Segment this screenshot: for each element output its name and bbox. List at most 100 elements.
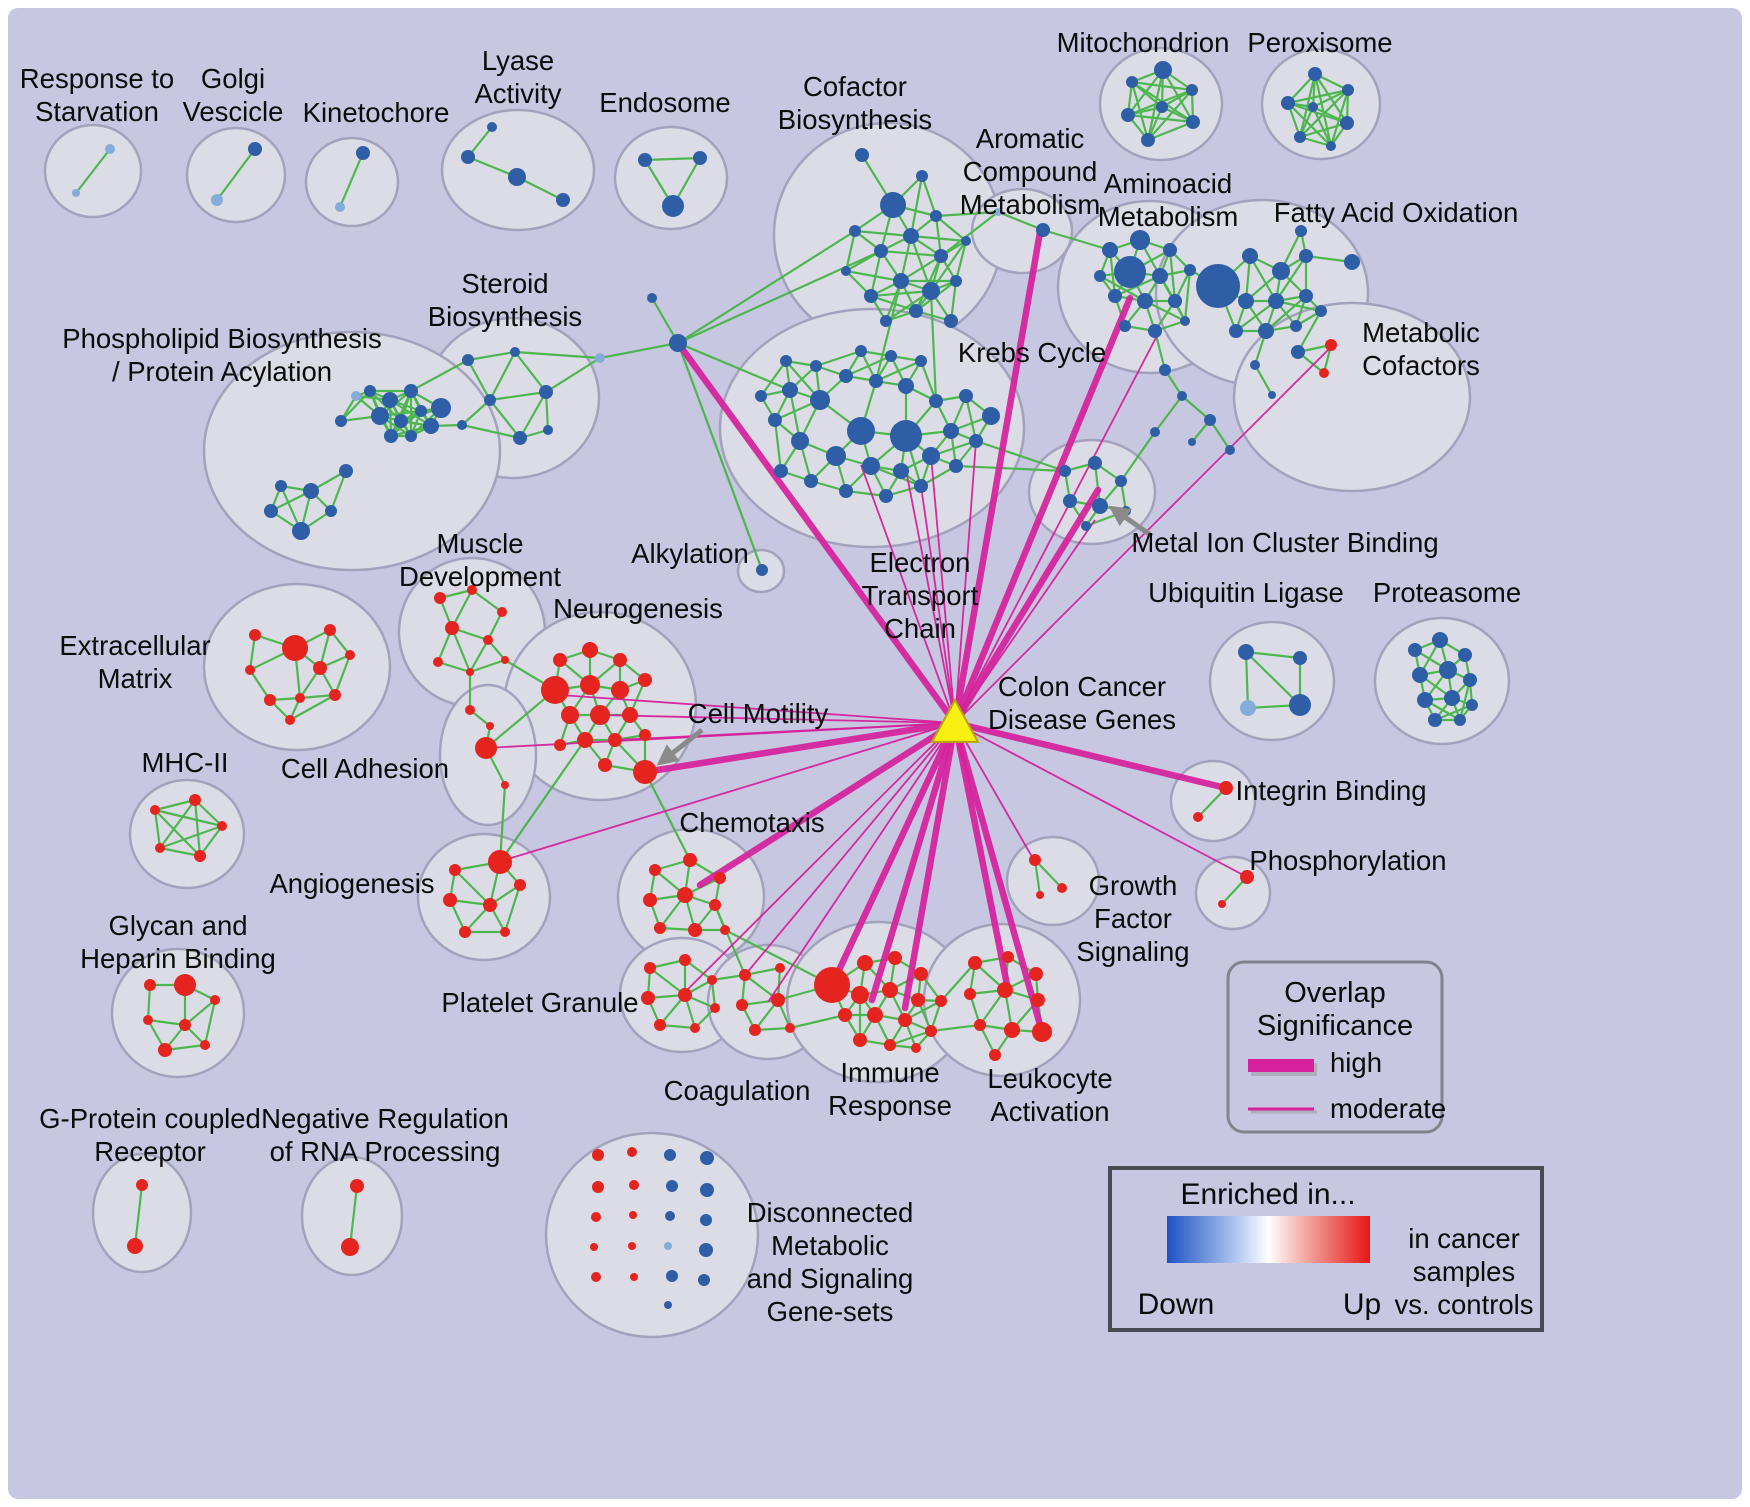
cluster-ubiquitin-ligase (1208, 620, 1336, 742)
gene-set-node (950, 275, 962, 287)
coexpression-edge (909, 174, 924, 238)
coexpression-edge (333, 653, 352, 697)
label-neurogenesis: Neurogenesis (553, 593, 723, 624)
overlap-edge-moderate (954, 440, 977, 724)
gene-set-node (508, 168, 526, 186)
gene-set-node (1268, 391, 1276, 399)
gene-set-node (1188, 438, 1196, 446)
gene-set-node (1126, 76, 1138, 88)
overlap-edge-moderate (954, 722, 1036, 863)
gene-set-node (591, 1212, 601, 1222)
gene-set-node (553, 653, 567, 667)
overlap-edge-high (951, 719, 1230, 792)
gene-set-node (1408, 643, 1422, 657)
coexpression-edge (215, 147, 257, 202)
overlap-significance-legend-box (1226, 960, 1444, 1134)
gene-set-node (693, 151, 707, 165)
gene-set-node (1326, 141, 1336, 151)
gene-set-node (893, 463, 909, 479)
gene-set-node (590, 1243, 598, 1251)
cluster-negative-regulation-rna-processing (300, 1155, 404, 1277)
coexpression-edge (544, 356, 602, 394)
gene-set-node (755, 390, 767, 402)
gene-set-node (325, 505, 337, 517)
gene-set-node (285, 715, 295, 725)
coexpression-edge (1248, 254, 1278, 303)
label-leukocyte-activation: Leukocyte (987, 1063, 1112, 1094)
gene-set-node (810, 390, 830, 410)
gene-set-node (964, 988, 976, 1000)
gene-set-node (200, 1040, 210, 1050)
gene-set-node (127, 1238, 143, 1254)
gene-set-node (1225, 445, 1235, 455)
gene-set-node (1218, 900, 1226, 908)
label-mitochondrion: Mitochondrion (1057, 27, 1230, 58)
gene-set-node (1180, 316, 1190, 326)
enriched-legend-box (1108, 1166, 1544, 1332)
gene-set-node (669, 334, 687, 352)
overlap-edge-high (828, 719, 959, 989)
coexpression-edge (1298, 88, 1350, 139)
gene-set-node (459, 926, 471, 938)
gene-set-node (700, 1214, 712, 1226)
gene-set-node (1238, 644, 1254, 660)
gene-set-node (780, 355, 792, 367)
gene-set-node (869, 374, 883, 388)
overlap-edge-moderate (681, 722, 956, 996)
gene-set-node (898, 1013, 912, 1027)
coexpression-edge (648, 966, 687, 997)
gene-set-node (580, 675, 600, 695)
overlap-edge-high (696, 719, 959, 889)
gene-set-node (404, 384, 418, 398)
overlap-edge-moderate (599, 714, 956, 724)
gene-set-node (922, 282, 940, 300)
gene-set-node (882, 982, 898, 998)
coexpression-edge (1329, 88, 1350, 148)
coexpression-edge (488, 390, 548, 402)
label-golgi-vescicle: Golgi (201, 63, 265, 94)
gene-set-node (194, 850, 206, 862)
overlap-edge-moderate (497, 722, 956, 863)
gene-set-node (664, 1242, 672, 1250)
gene-set-node (1295, 225, 1307, 237)
label-phospholipid-biosynthesis: / Protein Acylation (112, 356, 332, 387)
gene-set-node (903, 228, 919, 244)
coexpression-edge (713, 903, 747, 977)
gene-set-node (898, 378, 914, 394)
gene-set-node (879, 489, 893, 503)
label-electron-transport-chain: Transport (862, 580, 979, 611)
gene-set-node (245, 665, 255, 675)
coexpression-edge (1041, 228, 1112, 252)
label-proteasome: Proteasome (1373, 577, 1521, 608)
gene-set-node (664, 1149, 676, 1161)
enriched-note-label: samples (1413, 1256, 1515, 1287)
gene-set-node (994, 208, 1002, 216)
gene-set-node (1290, 320, 1302, 332)
gene-set-node (864, 289, 878, 303)
coexpression-edge (466, 350, 517, 362)
gene-set-node (814, 967, 850, 1003)
gene-set-node (501, 656, 509, 664)
gene-set-node (335, 415, 347, 427)
high-significance-label: high (1330, 1047, 1382, 1078)
label-negative-regulation-rna-processing: of RNA Processing (270, 1136, 501, 1167)
gene-set-node (627, 1147, 637, 1157)
gene-set-node (465, 705, 475, 715)
coexpression-edge (1253, 363, 1274, 397)
gene-set-node (880, 315, 892, 327)
label-immune-response: Immune (840, 1057, 939, 1088)
label-aromatic-compound-metabolism: Metabolism (960, 189, 1101, 220)
gene-set-node (893, 273, 909, 289)
gene-set-node (1137, 293, 1153, 309)
gene-set-node (925, 1025, 937, 1037)
cluster-glycan-heparin-binding (110, 947, 246, 1079)
gene-set-node (1094, 270, 1106, 282)
gene-set-node (629, 1211, 637, 1219)
gene-set-node (415, 405, 427, 417)
gene-set-node (295, 693, 305, 703)
gene-set-node (665, 1211, 675, 1221)
gene-set-node (1177, 391, 1187, 401)
gene-set-node (1242, 248, 1258, 264)
coexpression-edge (676, 229, 857, 345)
